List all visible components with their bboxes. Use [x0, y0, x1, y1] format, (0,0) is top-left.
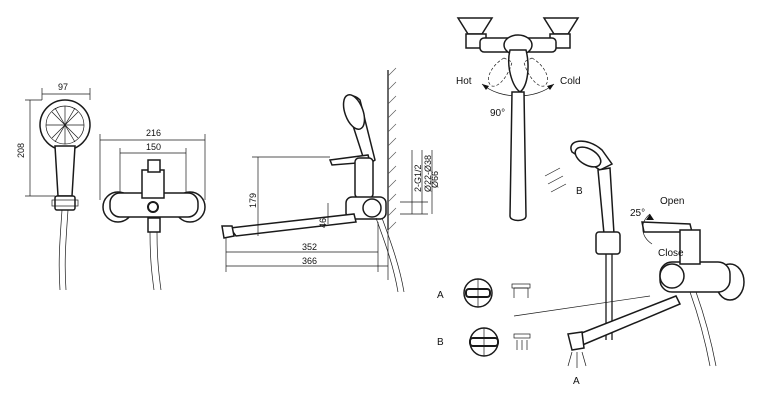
label-mode-a-spout: A — [573, 376, 580, 387]
dim-spout-366: 366 — [302, 256, 317, 266]
dim-height-208: 208 — [16, 143, 26, 158]
dim-thread-22-38: Ø22-Ø38 — [423, 155, 433, 192]
label-rotation-90: 90° — [490, 108, 505, 119]
label-hot: Hot — [456, 76, 472, 87]
handshower-view: 97 208 — [16, 82, 91, 291]
label-open: Open — [660, 196, 684, 207]
label-close: Close — [658, 248, 684, 259]
label-angle-25: 25° — [630, 208, 645, 219]
mode-selector: A B — [437, 278, 531, 357]
dim-spout-352: 352 — [302, 242, 317, 252]
dim-thread-g12: 2-G1/2 — [413, 164, 423, 192]
side-view: 179 46 352 366 2-G1/2 Ø22-Ø38 Ø66 — [221, 67, 440, 293]
dim-width-97: 97 — [58, 82, 68, 92]
mode-a-label: A — [437, 290, 444, 301]
top-view: Hot Cold 90° — [456, 17, 581, 222]
dim-inner-150: 150 — [146, 142, 161, 152]
dim-outer-216: 216 — [146, 128, 161, 138]
dim-thread-66: Ø66 — [430, 171, 440, 188]
dim-height-179: 179 — [248, 193, 258, 208]
dim-offset-46: 46 — [318, 218, 328, 228]
mode-b-label: B — [437, 337, 444, 348]
front-view: 216 150 — [99, 128, 206, 291]
usage-view: B Open Close 25° A — [513, 140, 745, 387]
label-cold: Cold — [560, 76, 581, 87]
label-mode-b-head: B — [576, 186, 583, 197]
